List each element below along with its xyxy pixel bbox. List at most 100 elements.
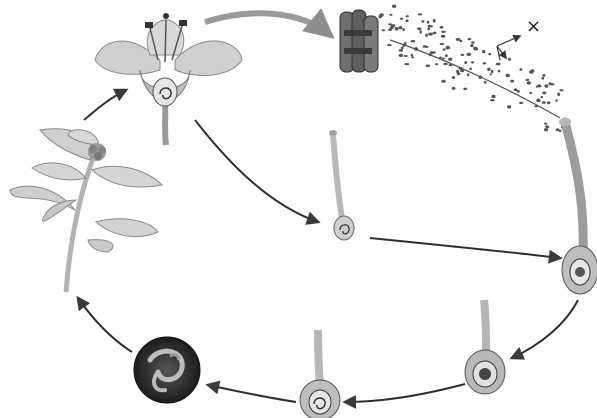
pollen-grain: [510, 80, 514, 83]
pollen-grain: [411, 40, 416, 42]
plant-icon: [10, 129, 162, 292]
pollen-grain: [498, 70, 501, 73]
pollen-grain: [468, 38, 472, 40]
pollen-grain: [490, 73, 493, 75]
pollen-grain: [514, 88, 518, 91]
mature-seed-icon: [300, 330, 340, 418]
arrow-germinating-to-plant: [78, 298, 132, 352]
anther-icon: [340, 10, 378, 72]
pollen-grain: [507, 105, 511, 108]
pollen-grain: [430, 51, 433, 54]
pollen-grain: [538, 85, 542, 88]
pollen-grain: [433, 32, 437, 35]
pollen-grain: [490, 99, 495, 101]
arrow-seed-to-mature-seed: [345, 384, 465, 402]
flower-icon: [95, 13, 242, 145]
pollen-grain: [467, 53, 472, 56]
pollen-grain: [419, 30, 421, 34]
pollen-grain: [452, 76, 456, 79]
pollen-grain: [440, 43, 444, 45]
pollen-grain: [542, 92, 546, 95]
pollen-grain: [527, 81, 531, 84]
pollen-grain: [506, 74, 510, 77]
pollen-grain: [433, 19, 436, 23]
pollen-grain: [531, 69, 535, 72]
pollen-grain: [423, 45, 427, 48]
pollen-grain: [402, 28, 404, 31]
pollen-grain: [491, 95, 495, 98]
pollen-grain: [559, 130, 562, 132]
pistil-right-icon: [559, 118, 583, 255]
arrow-flower-to-anthers: [205, 13, 330, 35]
pollen-grain: [426, 65, 431, 68]
pollen-grain: [411, 56, 414, 58]
pollen-grain: [443, 48, 446, 50]
pollen-grain: [404, 55, 408, 57]
pollen-grain: [488, 53, 491, 55]
pollen-grain: [456, 38, 460, 41]
pollen-grain: [429, 33, 433, 36]
pollen-grain: [411, 54, 413, 57]
pollen-grain: [542, 74, 545, 77]
pollen-grain: [382, 29, 385, 31]
pollen-grain: [544, 128, 548, 131]
pollen-grain: [469, 68, 472, 71]
pollen-grain: [452, 87, 456, 90]
pollen-grain: [387, 44, 391, 46]
pollen-grain: [457, 72, 461, 75]
arrow-plant-to-flower: [84, 90, 126, 120]
pollen-grain: [417, 27, 421, 30]
pollen-grain: [471, 41, 475, 44]
pollen-grain: [400, 18, 403, 20]
pollen-grain: [443, 63, 447, 65]
pollen-grain: [550, 83, 554, 85]
pollen-grain: [448, 58, 452, 61]
pollen-grain: [491, 70, 494, 73]
pollen-grain: [399, 54, 403, 57]
seed-icon: [465, 300, 505, 394]
pollen-grain: [441, 35, 446, 38]
pollen-grain: [406, 19, 409, 22]
pollen-grain: [388, 23, 392, 25]
pollen-grain: [388, 28, 392, 31]
pollen-grain: [404, 63, 409, 65]
pollen-grain: [473, 47, 478, 50]
pollen-grain: [529, 92, 532, 94]
pollen-grain: [545, 125, 549, 128]
pollen-grain: [555, 99, 558, 101]
dispersal-arrows: [497, 36, 520, 60]
pollen-grain: [431, 25, 433, 27]
pollen-grain: [544, 84, 548, 88]
pollen-grain: [487, 68, 491, 71]
x-marker-label: ×: [526, 18, 541, 36]
ovule-icon: [562, 246, 597, 294]
pollen-tube-icon: [329, 130, 354, 240]
pollen-grain: [399, 26, 403, 29]
pollen-grain: [519, 102, 523, 104]
pollen-grain: [421, 20, 424, 23]
pollen-grain: [544, 123, 547, 125]
pollen-grain: [389, 14, 392, 16]
pollen-grain: [483, 62, 487, 64]
pollen-grain: [470, 44, 473, 47]
pollen-grain: [464, 61, 467, 64]
pollen-grain: [484, 81, 487, 84]
arrow-mature-to-germinating: [208, 385, 296, 402]
pollen-grain: [435, 63, 438, 65]
pollen-grain: [471, 61, 474, 63]
pollen-grain: [526, 79, 530, 81]
pollen-grain: [508, 58, 511, 61]
pollen-grain: [406, 15, 409, 17]
pollen-grain: [463, 88, 467, 91]
pollen-grain: [560, 89, 564, 91]
pollen-grain: [541, 96, 544, 98]
pollen-grain: [418, 13, 422, 15]
pollen-grain: [519, 68, 522, 71]
arrow-flower-to-pollen-tube: [195, 120, 318, 222]
pollen-grain: [541, 77, 544, 80]
pollen-grain: [440, 26, 444, 29]
pollen-grain: [442, 57, 445, 59]
pollen-grain: [441, 31, 446, 33]
pollen-grain: [395, 27, 399, 31]
